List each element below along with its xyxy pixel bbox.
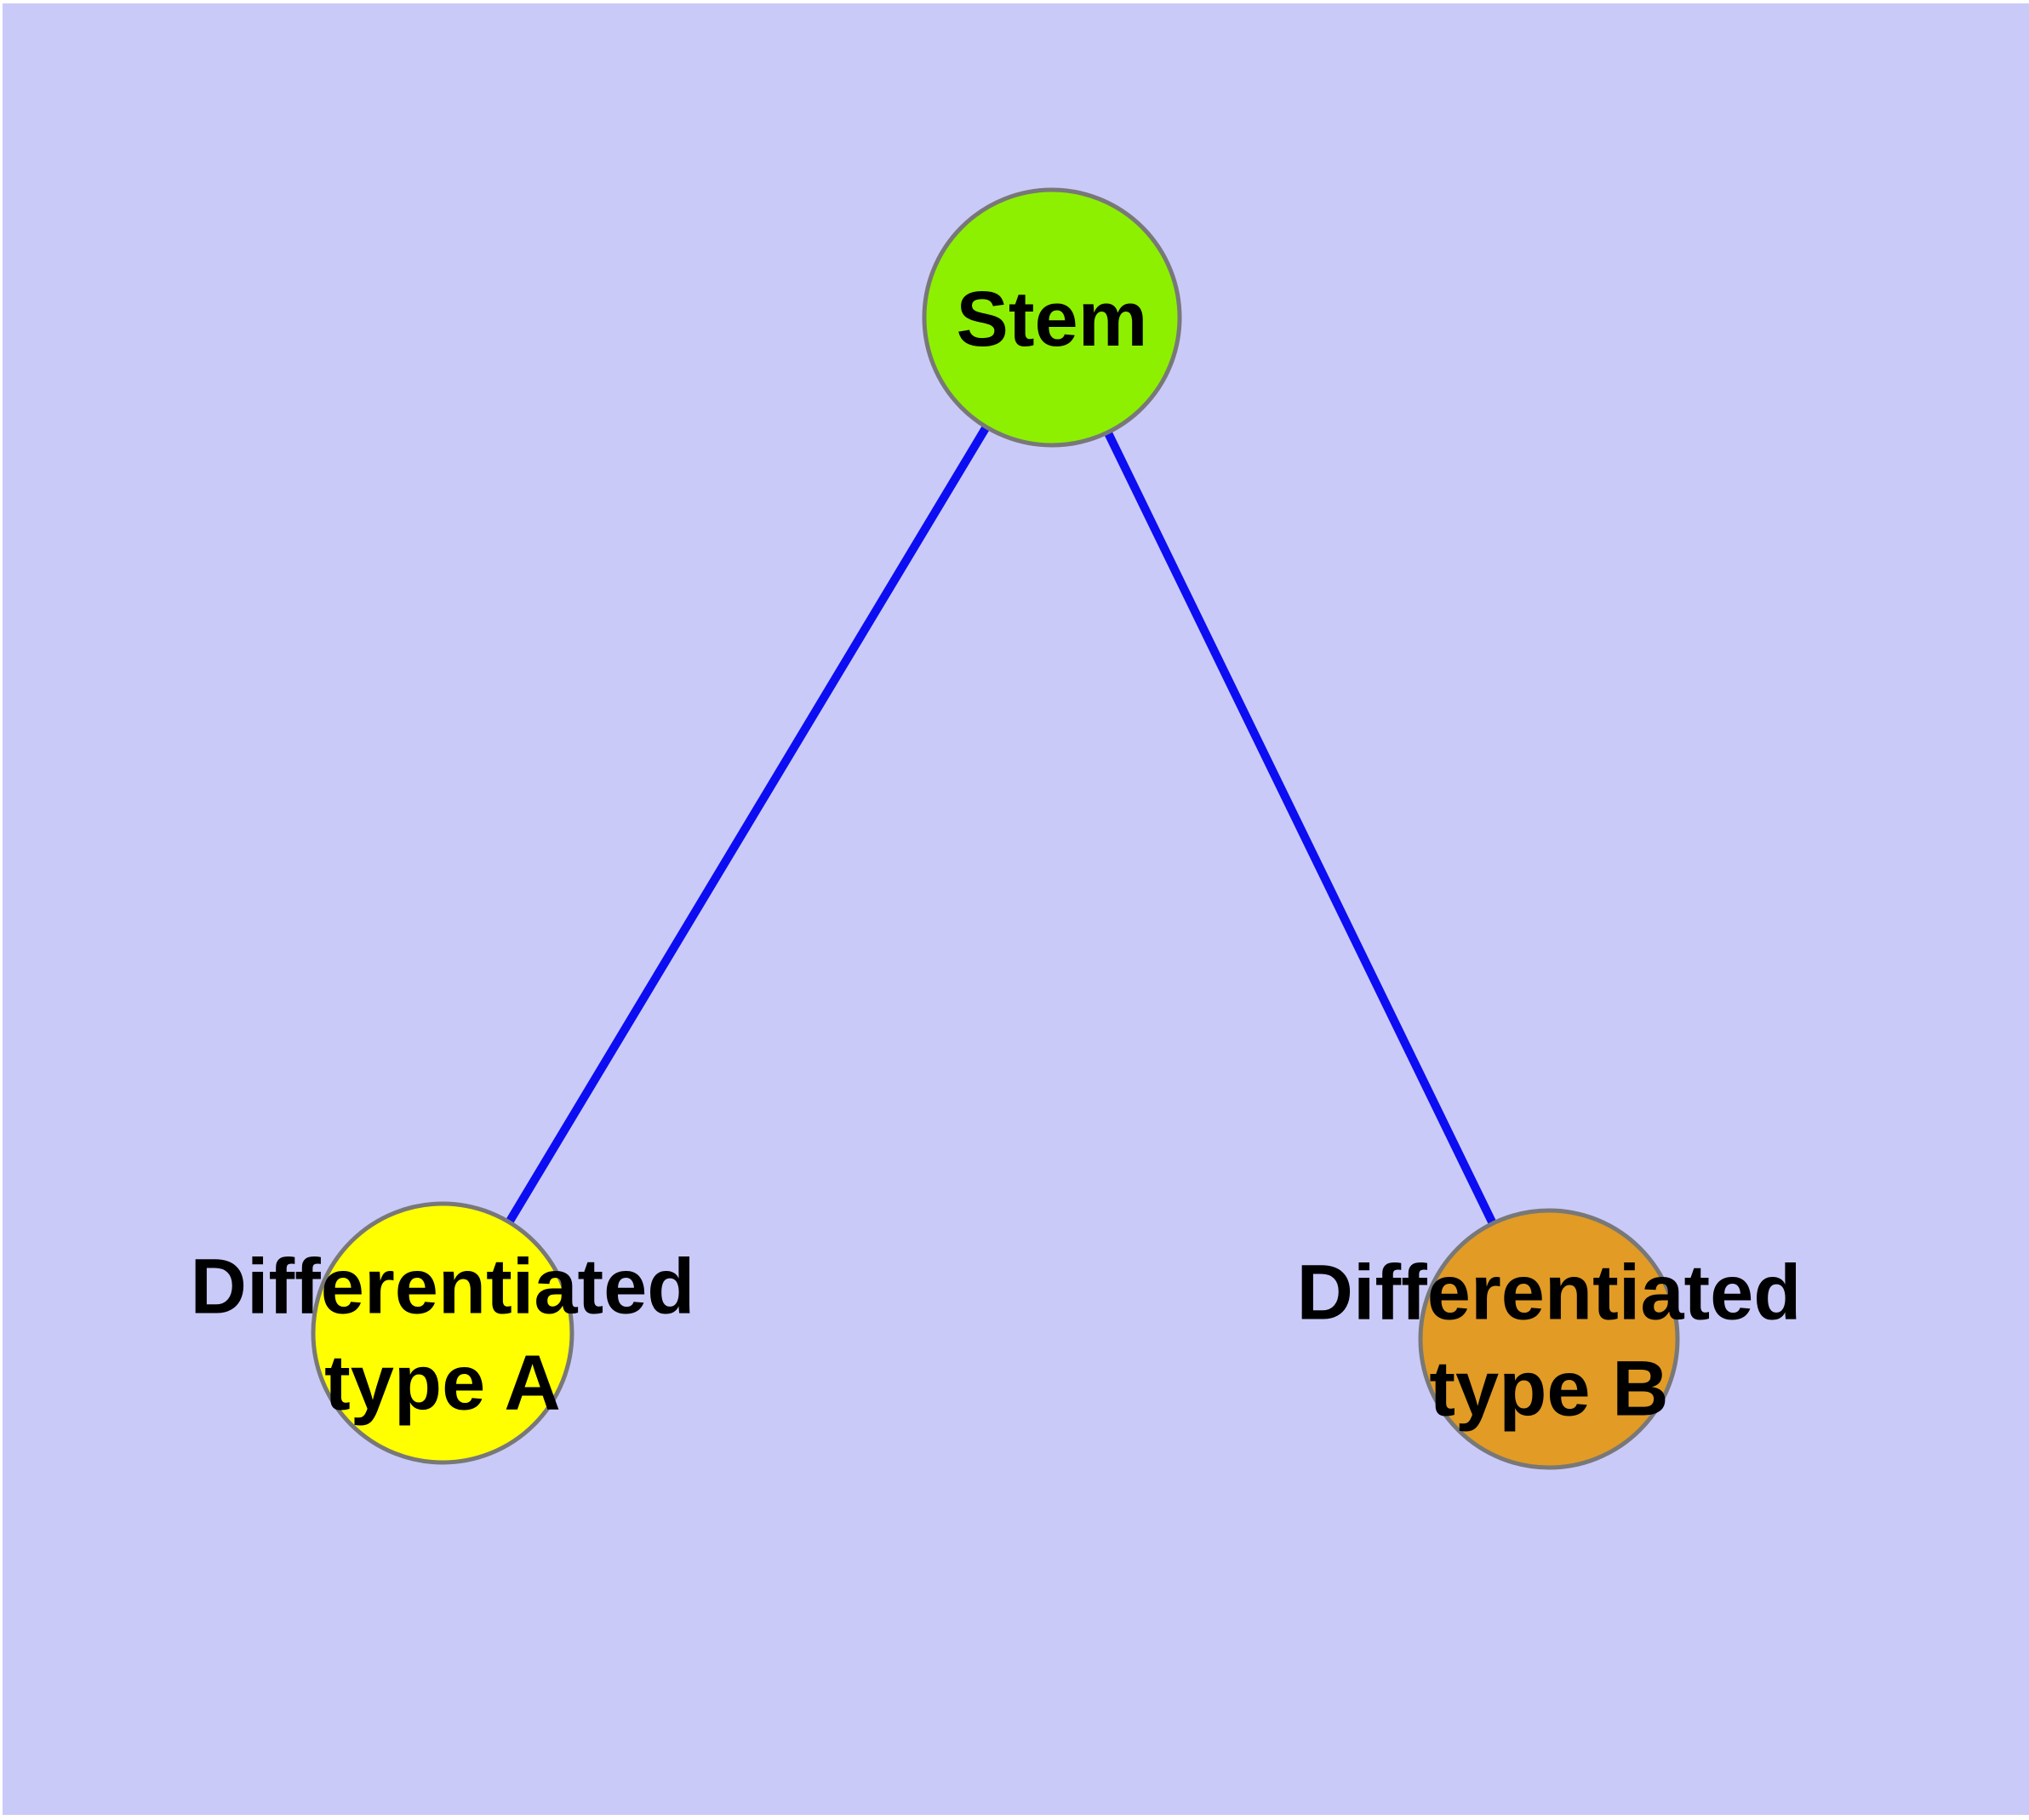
- edges-layer: [438, 315, 1553, 1342]
- node-label-line: type B: [1429, 1346, 1668, 1433]
- node-label-line: Differentiated: [1297, 1250, 1802, 1336]
- differentiated-type-b-circle: [1418, 1208, 1680, 1470]
- graph-edge-stem-to-differentiated-type-b: [1048, 315, 1553, 1342]
- stem-label: Stem: [957, 276, 1148, 363]
- stem-circle: [922, 187, 1182, 448]
- differentiated-type-a-circle: [311, 1201, 574, 1465]
- graph-node-stem: Stem: [922, 187, 1182, 448]
- node-label-line: Stem: [957, 276, 1148, 363]
- differentiated-type-b-label: Differentiated type B: [1297, 1250, 1802, 1433]
- node-label-line: Differentiated: [191, 1244, 695, 1331]
- node-label-line: type A: [324, 1340, 561, 1427]
- graph-node-differentiated-type-a: Differentiated type A: [191, 1201, 695, 1465]
- differentiated-type-a-label: Differentiated type A: [191, 1244, 695, 1427]
- graph-edge-stem-to-differentiated-type-a: [438, 315, 1056, 1336]
- graph-node-differentiated-type-b: Differentiated type B: [1297, 1208, 1802, 1470]
